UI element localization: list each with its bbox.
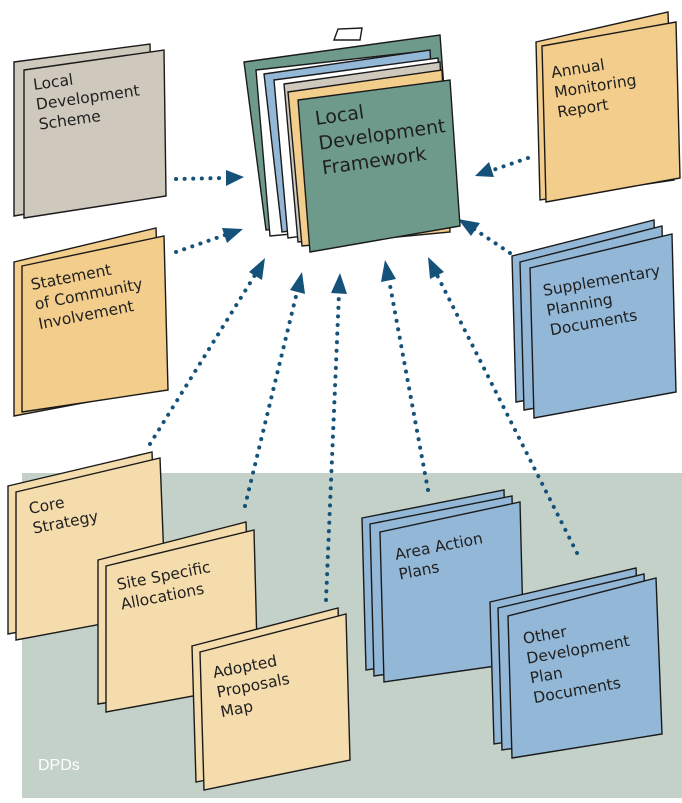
folder-tab (333, 27, 363, 41)
folder-front (297, 79, 461, 253)
arrow-odpd (428, 257, 579, 555)
folder-front (529, 233, 677, 419)
arrow-ssa (243, 272, 305, 508)
arrow-sci (174, 228, 243, 254)
arrows (148, 156, 579, 602)
folder-other-development-plan-documents: Other Development Plan Documents (489, 567, 663, 759)
label-line: Map (219, 697, 255, 721)
folder-front (507, 577, 663, 759)
label-line: Plan (529, 664, 565, 687)
folder-adopted-proposals-map: Adopted Proposals Map (191, 607, 351, 791)
folder-supplementary-planning-documents: Supplementary Planning Documents (511, 219, 677, 419)
folder-front (21, 235, 169, 413)
arrow-apm (324, 273, 347, 602)
arrow-spd (458, 219, 512, 255)
dpd-label: DPDs (38, 757, 80, 774)
label-line: Local (32, 71, 74, 94)
arrow-lds (174, 170, 244, 186)
folder-front (541, 21, 681, 203)
arrow-amr (475, 156, 530, 177)
folder-front (199, 613, 351, 791)
folder-annual-monitoring-report: Annual Monitoring Report (535, 11, 681, 203)
folder-local-development-framework: Local Development Framework (243, 27, 461, 253)
folder-statement-of-community-involvement: Statement of Community Involvement (13, 227, 169, 417)
folder-local-development-scheme: Local Development Scheme (13, 43, 167, 219)
arrow-aap (381, 260, 430, 492)
arrow-core (148, 258, 265, 446)
folder-front (23, 49, 167, 219)
